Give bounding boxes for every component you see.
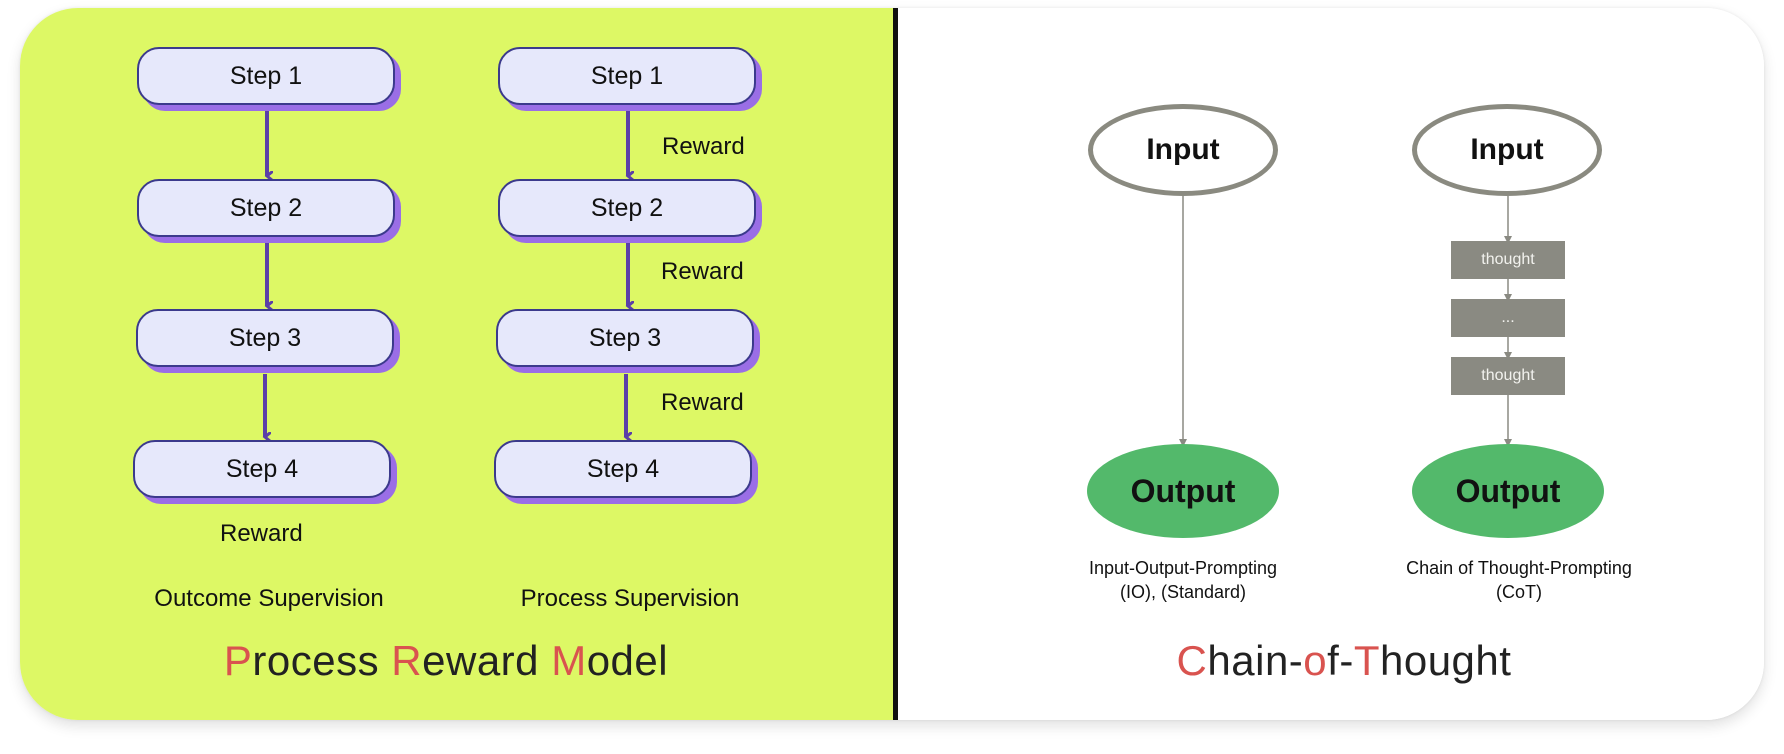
prm-title-eward: eward: [422, 637, 552, 684]
prm-title-m: M: [551, 637, 587, 684]
outcome-step-3: Step 3: [136, 309, 394, 367]
outcome-supervision-caption: Outcome Supervision: [154, 585, 384, 612]
cot-ellipsis-box: ...: [1451, 299, 1565, 337]
outcome-step-2: Step 2: [137, 179, 395, 237]
prm-title-odel: odel: [586, 637, 669, 684]
outcome-reward-label: Reward: [220, 520, 303, 547]
cot-thought-box-1: thought: [1451, 241, 1565, 279]
cot-caption-line2: (CoT): [1496, 582, 1542, 602]
cot-caption: Chain of Thought-Prompting (CoT): [1406, 556, 1632, 604]
process-step-1: Step 1: [498, 47, 756, 105]
cot-title-hain: hain-: [1207, 637, 1304, 684]
io-output-node: Output: [1087, 444, 1279, 538]
prm-title-r: R: [391, 637, 423, 684]
prm-title-rocess: rocess: [252, 637, 392, 684]
cot-title-o: o: [1303, 637, 1328, 684]
cot-output-node: Output: [1412, 444, 1604, 538]
prm-title: Process Reward Model: [224, 637, 668, 685]
process-reward-label-1: Reward: [662, 133, 745, 160]
io-caption-line2: (IO), (Standard): [1119, 582, 1247, 602]
prm-title-p: P: [223, 637, 253, 684]
process-reward-label-2: Reward: [661, 258, 744, 285]
process-supervision-caption: Process Supervision: [520, 585, 740, 612]
io-caption: Input-Output-Prompting (IO), (Standard): [1089, 556, 1277, 604]
process-step-3: Step 3: [496, 309, 754, 367]
outcome-step-1: Step 1: [137, 47, 395, 105]
io-input-node: Input: [1088, 104, 1278, 196]
process-step-4: Step 4: [494, 440, 752, 498]
cot-title: Chain-of-Thought: [1177, 637, 1512, 685]
cot-title-c: C: [1176, 637, 1208, 684]
cot-panel: [898, 8, 1764, 720]
process-reward-label-3: Reward: [661, 389, 744, 416]
cot-title-f: f-: [1327, 637, 1354, 684]
process-step-2: Step 2: [498, 179, 756, 237]
panel-divider: [893, 8, 898, 720]
cot-thought-box-2: thought: [1451, 357, 1565, 395]
cot-title-hought: hought: [1379, 637, 1512, 684]
io-caption-line1: Input-Output-Prompting: [1088, 558, 1278, 578]
cot-title-t: T: [1353, 637, 1380, 684]
cot-input-node: Input: [1412, 104, 1602, 196]
outcome-step-4: Step 4: [133, 440, 391, 498]
cot-caption-line1: Chain of Thought-Prompting: [1406, 558, 1632, 578]
